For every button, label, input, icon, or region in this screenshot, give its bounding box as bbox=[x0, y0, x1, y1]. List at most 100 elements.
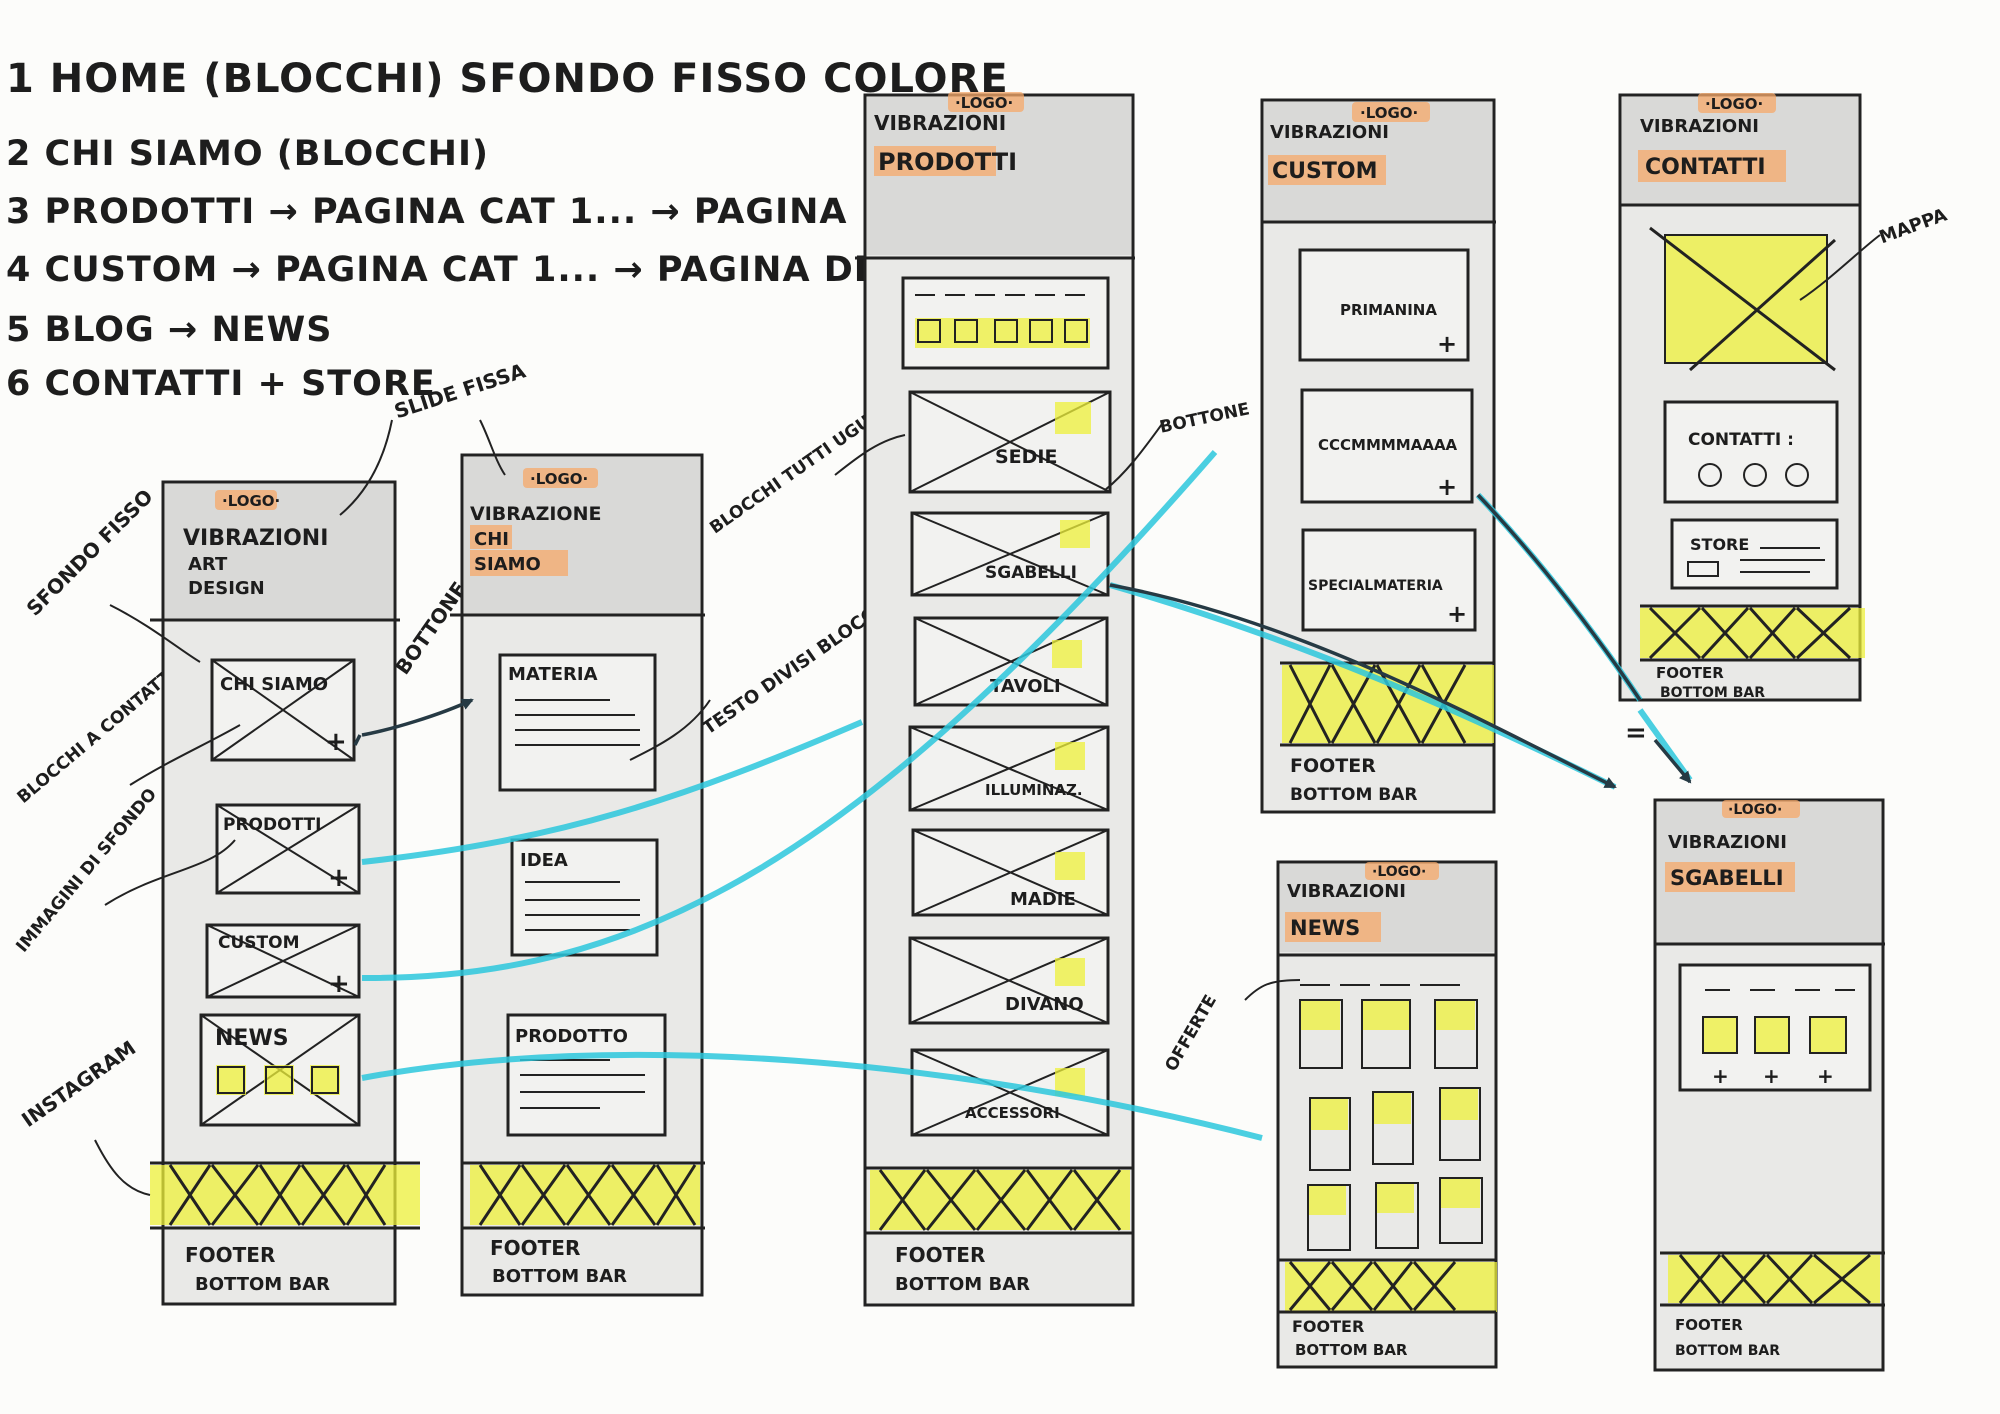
home-footer-label: FOOTER bbox=[185, 1243, 275, 1267]
custom-brand: VIBRAZIONI bbox=[1270, 122, 1389, 143]
plus-icon: + bbox=[328, 969, 350, 999]
home-block-custom[interactable]: CUSTOM + bbox=[205, 923, 361, 999]
sgabelli-brand: VIBRAZIONI bbox=[1668, 832, 1787, 853]
svg-text:IDEA: IDEA bbox=[520, 850, 568, 871]
home-brand-line2: ART bbox=[188, 554, 228, 575]
chi-brand-line3: SIAMO bbox=[474, 554, 541, 575]
svg-text:MADIE: MADIE bbox=[1010, 889, 1076, 910]
custom-item-ccc[interactable]: CCCMMMMAAAA + bbox=[1300, 388, 1474, 504]
plus-icon: + bbox=[1763, 1064, 1780, 1088]
svg-text:STORE: STORE bbox=[1690, 535, 1749, 554]
prodotti-category-accessori[interactable]: ACCESSORI bbox=[910, 1048, 1110, 1137]
svg-text:DIVANO: DIVANO bbox=[1005, 994, 1084, 1015]
prodotti-brand: VIBRAZIONI bbox=[874, 111, 1006, 135]
plus-icon: + bbox=[1817, 1064, 1834, 1088]
prodotti-category-tavoli[interactable]: TAVOLI bbox=[913, 616, 1109, 707]
chi-instagram-strip bbox=[462, 1161, 705, 1230]
svg-text:SEDIE: SEDIE bbox=[995, 446, 1057, 468]
svg-text:CONTATTI :: CONTATTI : bbox=[1688, 430, 1794, 450]
plus-icon: + bbox=[1447, 600, 1467, 628]
news-grid bbox=[1299, 984, 1483, 1251]
custom-page-wireframe: ·LOGO· VIBRAZIONI CUSTOM PRIMANINA + CCC… bbox=[1260, 98, 1496, 814]
home-block-chi-siamo[interactable]: CHI SIAMO + bbox=[210, 658, 356, 762]
chi-brand-line2: CHI bbox=[474, 529, 509, 550]
svg-text:PRODOTTO: PRODOTTO bbox=[515, 1026, 628, 1047]
sgabelli-logo: ·LOGO· bbox=[1728, 802, 1782, 818]
prodotti-page-wireframe: ·LOGO· VIBRAZIONI PRODOTTI SEDIE SGABELL… bbox=[855, 92, 1135, 1307]
contatti-store-block[interactable]: STORE bbox=[1670, 518, 1839, 590]
prodotti-filter-bar[interactable] bbox=[901, 276, 1110, 370]
chi-block-materia: MATERIA bbox=[498, 653, 657, 792]
svg-text:PRODOTTI: PRODOTTI bbox=[223, 815, 321, 835]
home-block-news[interactable]: NEWS bbox=[199, 1013, 361, 1127]
chi-bottom-bar-label: BOTTOM BAR bbox=[492, 1266, 627, 1287]
chi-block-prodotto: PRODOTTO bbox=[506, 1013, 667, 1137]
svg-text:NEWS: NEWS bbox=[215, 1026, 289, 1051]
contatti-bottom-bar-label: BOTTOM BAR bbox=[1660, 685, 1765, 701]
contatti-page-wireframe: ·LOGO· VIBRAZIONI CONTATTI CONTATTI : ST… bbox=[1618, 93, 1865, 702]
plus-icon: + bbox=[1712, 1064, 1729, 1088]
svg-text:SGABELLI: SGABELLI bbox=[985, 563, 1077, 583]
flow-arrows bbox=[94, 234, 1881, 1196]
custom-title: CUSTOM bbox=[1272, 159, 1377, 184]
home-brand-line3: DESIGN bbox=[188, 578, 265, 599]
svg-text:MATERIA: MATERIA bbox=[508, 664, 598, 685]
prodotti-bottom-bar-label: BOTTOM BAR bbox=[895, 1274, 1030, 1295]
sgabelli-page-wireframe: ·LOGO· VIBRAZIONI SGABELLI + + + FOOTER … bbox=[1653, 798, 1885, 1372]
news-title: NEWS bbox=[1290, 916, 1360, 940]
plus-icon: + bbox=[325, 727, 347, 757]
contatti-brand: VIBRAZIONI bbox=[1640, 116, 1759, 137]
sitemap-item-contatti: 6 CONTATTI + STORE bbox=[6, 364, 436, 404]
sitemap-item-chi-siamo: 2 CHI SIAMO (BLOCCHI) bbox=[6, 134, 489, 174]
prodotti-logo: ·LOGO· bbox=[955, 94, 1013, 112]
sgabelli-product-block[interactable]: + + + bbox=[1678, 963, 1872, 1092]
sitemap-item-home: 1 HOME (BLOCCHI) SFONDO FISSO COLORE bbox=[6, 56, 1009, 102]
prodotti-category-divano[interactable]: DIVANO bbox=[908, 936, 1110, 1025]
svg-text:SPECIALMATERIA: SPECIALMATERIA bbox=[1308, 578, 1443, 594]
prodotti-category-illuminazione[interactable]: ILLUMINAZ. bbox=[908, 725, 1110, 812]
home-bottom-bar-label: BOTTOM BAR bbox=[195, 1274, 330, 1295]
contatti-title: CONTATTI bbox=[1645, 155, 1766, 180]
contatti-footer-label: FOOTER bbox=[1656, 664, 1724, 682]
sgabelli-title: SGABELLI bbox=[1670, 866, 1784, 890]
prodotti-category-sgabelli[interactable]: SGABELLI bbox=[910, 511, 1110, 597]
svg-text:CHI SIAMO: CHI SIAMO bbox=[220, 674, 328, 695]
custom-bottom-bar-label: BOTTOM BAR bbox=[1290, 785, 1417, 805]
sgabelli-bottom-bar-label: BOTTOM BAR bbox=[1675, 1343, 1780, 1359]
news-bottom-bar-label: BOTTOM BAR bbox=[1295, 1341, 1408, 1359]
custom-item-specialmateria[interactable]: SPECIALMATERIA + bbox=[1301, 528, 1477, 632]
prodotti-footer-label: FOOTER bbox=[895, 1243, 985, 1267]
prodotti-title: PRODOTTI bbox=[878, 148, 1017, 176]
news-instagram-strip bbox=[1278, 1258, 1497, 1314]
contatti-map[interactable] bbox=[1649, 226, 1837, 372]
sgabelli-instagram-strip bbox=[1660, 1251, 1885, 1307]
contatti-info-block: CONTATTI : bbox=[1663, 400, 1839, 504]
chi-siamo-page-wireframe: ·LOGO· VIBRAZIONE CHI SIAMO MATERIA IDEA… bbox=[450, 453, 705, 1297]
contatti-instagram-strip bbox=[1640, 604, 1865, 662]
news-page-wireframe: ·LOGO· VIBRAZIONI NEWS FOOTER BOTTOM BAR bbox=[1276, 860, 1498, 1369]
svg-text:TAVOLI: TAVOLI bbox=[990, 676, 1061, 697]
custom-footer-label: FOOTER bbox=[1290, 755, 1376, 777]
home-logo: ·LOGO· bbox=[222, 492, 280, 510]
home-instagram-strip bbox=[150, 1161, 420, 1230]
contatti-logo: ·LOGO· bbox=[1705, 95, 1763, 113]
chi-footer-label: FOOTER bbox=[490, 1236, 580, 1260]
svg-text:PRIMANINA: PRIMANINA bbox=[1340, 301, 1437, 319]
custom-item-primanina[interactable]: PRIMANINA + bbox=[1298, 248, 1470, 362]
news-logo: ·LOGO· bbox=[1372, 864, 1426, 880]
svg-text:ILLUMINAZ.: ILLUMINAZ. bbox=[985, 781, 1083, 799]
sitemap-item-blog: 5 BLOG → NEWS bbox=[6, 310, 333, 350]
prodotti-instagram-strip bbox=[865, 1166, 1133, 1235]
prodotti-category-sedie[interactable]: SEDIE bbox=[908, 390, 1112, 494]
chi-logo: ·LOGO· bbox=[530, 470, 588, 488]
plus-icon: + bbox=[328, 863, 350, 893]
prodotti-category-madie[interactable]: MADIE bbox=[911, 828, 1110, 917]
annotation-equals: = bbox=[1625, 718, 1647, 748]
home-block-prodotti[interactable]: PRODOTTI + bbox=[215, 803, 361, 895]
home-brand-line1: VIBRAZIONI bbox=[183, 526, 328, 551]
news-footer-label: FOOTER bbox=[1292, 1317, 1364, 1336]
news-brand: VIBRAZIONI bbox=[1287, 881, 1406, 902]
svg-text:ACCESSORI: ACCESSORI bbox=[965, 1104, 1060, 1122]
custom-logo: ·LOGO· bbox=[1360, 104, 1418, 122]
